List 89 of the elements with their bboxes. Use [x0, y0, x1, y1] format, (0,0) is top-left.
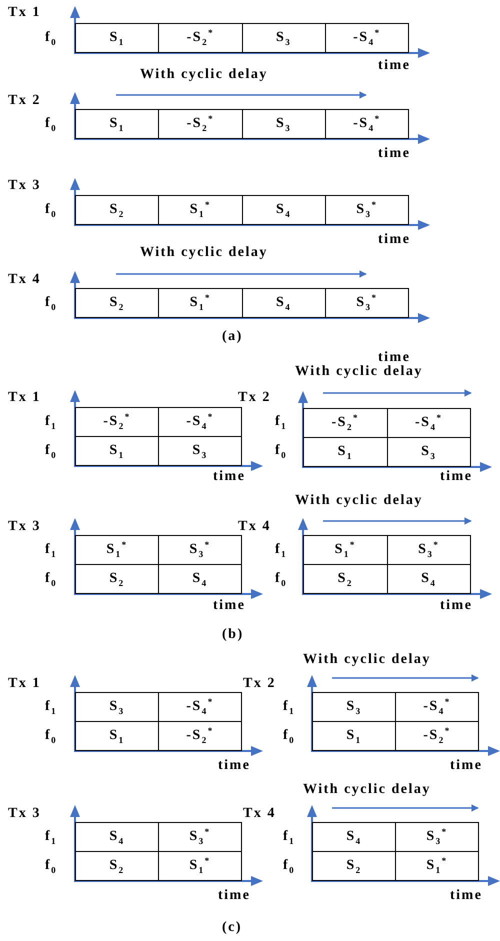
axis-label: f$_{1}$ — [275, 414, 288, 430]
symbol-label: S$_{1}$ — [338, 444, 353, 460]
symbol-cell — [75, 195, 160, 225]
axis-label: time — [450, 758, 482, 774]
symbol-cell — [312, 851, 396, 881]
axis-label: (c) — [222, 920, 242, 936]
axis-label: f$_{1}$ — [45, 414, 58, 430]
axis-label: f$_{0}$ — [45, 202, 58, 218]
symbol-label: S$_{4}$ — [109, 829, 125, 845]
symbol-cell — [75, 23, 160, 53]
axis-label: Tx 2 — [243, 676, 276, 692]
symbol-label: S$_{1}$ — [109, 30, 125, 46]
axis-label: f$_{0}$ — [45, 295, 58, 310]
axis-label: Tx 1 — [8, 676, 41, 692]
symbol-cell — [75, 288, 160, 318]
axis-label: Tx 1 — [8, 390, 41, 406]
axis-label: time — [378, 58, 410, 74]
symbol-label: S$_{2}$ — [109, 571, 125, 587]
symbol-label: S$_{3}$ — [421, 444, 436, 460]
symbol-cell — [75, 436, 159, 466]
symbol-label: S$_{1}$ — [109, 728, 125, 744]
symbol-label: S$_{4}$ — [421, 571, 436, 587]
symbol-label: S$_{3}$ — [192, 443, 208, 459]
symbol-label: S$_{2}$ — [109, 295, 125, 311]
axis-label: f$_{1}$ — [275, 542, 288, 558]
axis-label: Tx 3 — [8, 519, 41, 534]
axis-label: With cyclic delay — [303, 782, 431, 798]
axis-label: time — [450, 888, 482, 904]
axis-label: time — [378, 146, 410, 162]
axis-label: f$_{0}$ — [45, 116, 58, 132]
axis-label: time — [213, 469, 246, 484]
symbol-label: S$_{3}$ — [109, 699, 125, 715]
symbol-label: S$_{2}$ — [109, 858, 125, 874]
symbol-label: S$_{3}$ — [276, 30, 292, 46]
axis-label: time — [440, 598, 472, 614]
symbol-cell — [303, 564, 388, 594]
axis-label: f$_{0}$ — [45, 858, 58, 874]
axis-label: f$_{1}$ — [45, 542, 58, 558]
axis-label: Tx 3 — [8, 178, 41, 194]
axis-label: f$_{1}$ — [45, 699, 58, 714]
axis-label: With cyclic delay — [140, 67, 268, 82]
symbol-label: S$_{2}$ — [346, 858, 362, 874]
axis-label: f$_{0}$ — [45, 728, 58, 744]
symbol-cell — [75, 564, 159, 594]
symbol-label: S$_{4}$ — [276, 295, 292, 311]
symbol-label: S$_{4}$ — [192, 571, 208, 587]
axis-label: f$_{0}$ — [45, 443, 58, 458]
axis-label: time — [218, 888, 250, 904]
symbol-cell — [75, 851, 159, 881]
axis-label: Tx 3 — [8, 806, 41, 822]
symbol-cell — [75, 109, 160, 139]
axis-label: Tx 2 — [238, 390, 271, 406]
symbol-label: S$_{2}$ — [338, 571, 353, 587]
symbol-label: S$_{1}$ — [109, 116, 125, 132]
axis-label: f$_{0}$ — [283, 858, 296, 874]
symbol-label: S$_{3}$ — [276, 116, 292, 132]
symbol-label: S$_{2}$ — [109, 202, 125, 218]
axis-label: f$_{0}$ — [45, 571, 58, 586]
axis-label: f$_{1}$ — [283, 829, 296, 844]
axis-label: With cyclic delay — [303, 652, 431, 668]
axis-label: time — [440, 469, 472, 484]
axis-label: time — [213, 598, 246, 614]
axis-label: f$_{1}$ — [283, 699, 296, 714]
axis-label: (a) — [222, 329, 243, 344]
symbol-cell — [312, 721, 396, 751]
symbol-label: S$_{1}$ — [346, 728, 362, 744]
axis-label: With cyclic delay — [140, 245, 268, 260]
symbol-label: S$_{4}$ — [276, 202, 292, 218]
axis-label: f$_{0}$ — [283, 728, 296, 744]
axis-label: f$_{0}$ — [275, 571, 288, 586]
symbol-cell — [303, 437, 388, 467]
symbol-label: S$_{3}$ — [346, 699, 362, 715]
axis-label: Tx 4 — [8, 272, 41, 288]
axis-label: (b) — [222, 627, 244, 642]
symbol-label: S$_{4}$ — [346, 829, 362, 845]
axis-label: With cyclic delay — [295, 493, 423, 508]
axis-label: f$_{0}$ — [45, 30, 58, 46]
axis-label: f$_{1}$ — [45, 829, 58, 844]
symbol-label: S$_{1}$ — [109, 443, 125, 459]
axis-label: Tx 4 — [243, 806, 276, 822]
axis-label: time — [218, 758, 250, 774]
axis-label: time — [378, 350, 410, 365]
symbol-cell — [75, 721, 159, 751]
axis-label: Tx 1 — [8, 5, 41, 20]
axis-label: Tx 4 — [238, 519, 271, 534]
axis-label: time — [378, 232, 410, 248]
axis-label: With cyclic delay — [295, 364, 423, 380]
axis-label: f$_{0}$ — [275, 443, 288, 458]
axis-label: Tx 2 — [8, 93, 41, 108]
